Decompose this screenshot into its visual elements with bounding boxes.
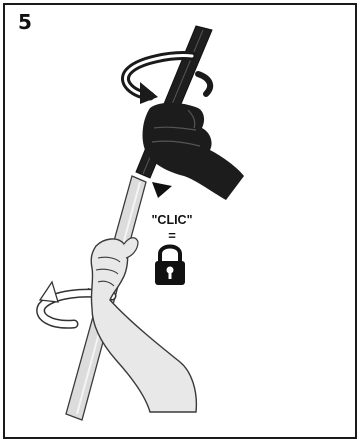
triangle-pointer-icon	[152, 182, 172, 198]
equals-sign: =	[168, 228, 176, 243]
clic-label: "CLIC"	[151, 213, 192, 227]
padlock-icon	[155, 247, 185, 286]
